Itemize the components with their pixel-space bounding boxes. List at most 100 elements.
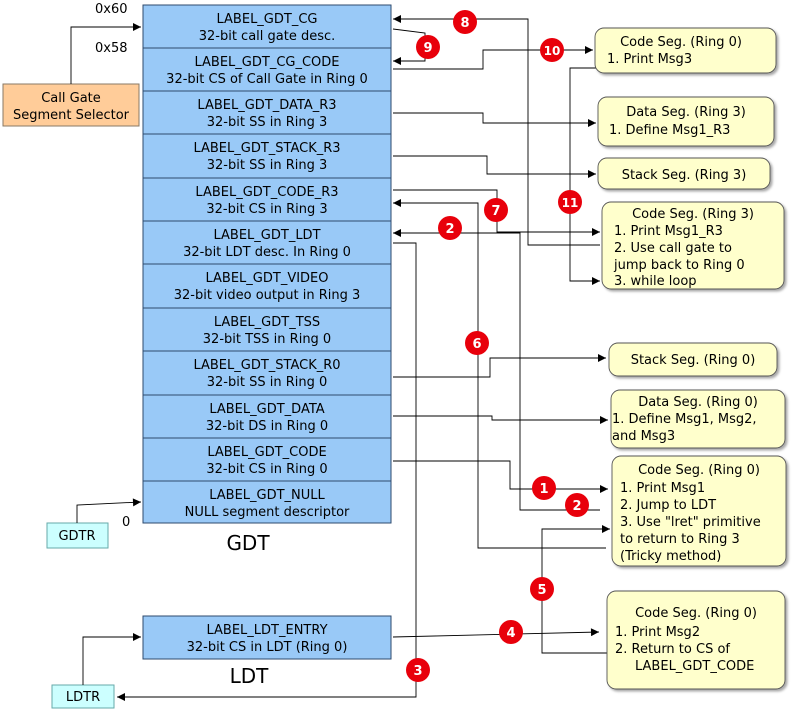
note-line: 1. Print Msg2	[615, 625, 700, 640]
svg-text:5: 5	[537, 583, 546, 598]
selector-line1: Call Gate	[41, 91, 101, 106]
note-code-seg-ring0-top: Code Seg. (Ring 0) 1. Print Msg3	[594, 27, 777, 74]
note-data-seg-ring0: Data Seg. (Ring 0) 1. Define Msg1, Msg2,…	[610, 389, 786, 449]
note-code-seg-ring0-main: Code Seg. (Ring 0) 1. Print Msg1 2. Jump…	[611, 455, 787, 567]
gdt-entry-stack-r3: LABEL_GDT_STACK_R3 32-bit SS in Ring 3	[142, 133, 392, 179]
note-line: LABEL_GDT_CODE	[635, 659, 754, 674]
gdtr-label: GDTR	[58, 529, 95, 544]
note-code-seg-ring3: Code Seg. (Ring 3) 1. Print Msg1_R3 2. U…	[601, 201, 785, 290]
svg-text:7: 7	[491, 204, 500, 219]
note-line: 1. Define Msg1, Msg2,	[612, 412, 757, 427]
code-to-code-seg-arrow	[393, 460, 608, 493]
gdt-entry-desc: 32-bit TSS in Ring 0	[203, 332, 331, 347]
gdt-entry-null: LABEL_GDT_NULL NULL segment descriptor	[142, 480, 392, 524]
step-marker-5: 5	[530, 577, 554, 601]
selector-line2: Segment Selector	[13, 108, 130, 123]
step-marker-7: 7	[484, 198, 508, 222]
note-line: jump back to Ring 0	[613, 258, 745, 273]
offset-zero-label: 0	[122, 515, 130, 530]
svg-text:9: 9	[423, 41, 432, 56]
note-line: 2. Return to CS of	[615, 642, 730, 657]
step-marker-2-ring3: 2	[438, 216, 462, 240]
note-line: 2. Jump to LDT	[620, 498, 716, 513]
gdt-entry-cg-code: LABEL_GDT_CG_CODE 32-bit CS of Call Gate…	[142, 47, 392, 92]
gdt-entry-desc: 32-bit CS in Ring 0	[206, 462, 327, 477]
note-line: (Tricky method)	[620, 549, 721, 564]
data-to-data-seg-arrow	[393, 415, 608, 424]
ldtr-register: LDTR	[51, 684, 115, 709]
note-stack-seg-ring3: Stack Seg. (Ring 3)	[597, 157, 771, 190]
note-line: 1. Print Msg3	[607, 52, 692, 67]
note-code-seg-ring0-ldt: Code Seg. (Ring 0) 1. Print Msg2 2. Retu…	[606, 590, 786, 690]
note-title: Stack Seg. (Ring 0)	[631, 353, 756, 368]
note-line: 1. Print Msg1	[620, 481, 705, 496]
svg-text:8: 8	[460, 16, 469, 31]
offset-0x60-label: 0x60	[95, 2, 128, 17]
svg-text:2: 2	[445, 222, 454, 237]
note-title: Code Seg. (Ring 0)	[620, 35, 742, 50]
stack-r3-to-stack-seg-arrow	[393, 155, 596, 178]
gdt-entry-desc: 32-bit SS in Ring 0	[207, 375, 328, 390]
note-line: and Msg3	[612, 429, 675, 444]
svg-text:4: 4	[506, 626, 515, 641]
gdt-entry-stack-r0: LABEL_GDT_STACK_R0 32-bit SS in Ring 0	[142, 350, 392, 396]
note-line: 3. while loop	[614, 274, 697, 289]
gdt-entry-ldt: LABEL_GDT_LDT 32-bit LDT desc. In Ring 0	[142, 220, 392, 265]
note-title: Code Seg. (Ring 0)	[638, 463, 760, 478]
note-line: 1. Print Msg1_R3	[614, 224, 723, 239]
note-title: Data Seg. (Ring 0)	[638, 395, 758, 410]
note-stack-seg-ring0: Stack Seg. (Ring 0)	[608, 342, 778, 377]
step-marker-1: 1	[532, 476, 556, 500]
cg-code-to-code-seg-arrow	[393, 46, 593, 70]
selector-pointer-arrow	[70, 23, 141, 84]
data-r3-to-data-seg-arrow	[393, 112, 596, 127]
svg-text:11: 11	[562, 196, 579, 210]
step-marker-8: 8	[453, 10, 477, 34]
ldtr-pointer-arrow	[82, 633, 141, 685]
svg-text:3: 3	[413, 664, 422, 679]
note-title: Code Seg. (Ring 3)	[632, 207, 754, 222]
svg-text:6: 6	[472, 337, 481, 352]
gdtr-register: GDTR	[46, 522, 109, 549]
lret-to-ring3-arrow	[393, 199, 606, 549]
note-title: Code Seg. (Ring 0)	[635, 606, 757, 621]
while-loop-arrow	[569, 67, 602, 285]
gdt-entry-code: LABEL_GDT_CODE 32-bit CS in Ring 0	[142, 437, 392, 482]
gdt-entry-desc: 32-bit LDT desc. In Ring 0	[183, 245, 351, 260]
gdtr-pointer-arrow	[76, 498, 142, 523]
note-line: to return to Ring 3	[620, 532, 740, 547]
step-marker-6: 6	[465, 331, 489, 355]
offset-0x58-label: 0x58	[95, 41, 128, 56]
svg-text:1: 1	[539, 482, 548, 497]
gdt-entry-name: LABEL_GDT_CG	[217, 12, 318, 27]
gdt-entry-tss: LABEL_GDT_TSS 32-bit TSS in Ring 0	[142, 307, 392, 352]
ldt-desc-to-ldtr-arrow	[117, 242, 417, 701]
gdt-entry-desc: 32-bit DS in Ring 0	[206, 419, 328, 434]
gdt-entry-name: LABEL_GDT_NULL	[209, 488, 325, 503]
note-line: 1. Define Msg1_R3	[609, 123, 730, 138]
gdt-entry-desc: 32-bit video output in Ring 3	[174, 288, 361, 303]
gdt-entry-name: LABEL_GDT_STACK_R3	[193, 141, 340, 156]
step-marker-4: 4	[499, 620, 523, 644]
gdt-entry-name: LABEL_GDT_DATA	[209, 402, 324, 417]
gdt-entry-name: LABEL_GDT_CG_CODE	[194, 55, 339, 70]
gdt-title: GDT	[226, 531, 270, 555]
gdt-entry-name: LABEL_GDT_CODE_R3	[195, 185, 338, 200]
gdt-entry-cg: LABEL_GDT_CG 32-bit call gate desc.	[142, 4, 392, 49]
gdt-entry-desc: 32-bit SS in Ring 3	[207, 158, 328, 173]
note-line: 2. Use call gate to	[614, 241, 732, 256]
svg-text:2: 2	[572, 499, 581, 514]
ldt-entry-to-code-seg-arrow	[392, 628, 600, 638]
note-line: 3. Use "lret" primitive	[620, 515, 761, 530]
gdt-entry-name: LABEL_GDT_VIDEO	[205, 271, 328, 286]
gdt-entry-desc: 32-bit CS of Call Gate in Ring 0	[166, 72, 368, 87]
ldtr-label: LDTR	[66, 690, 100, 705]
gdt-entry-desc: 32-bit SS in Ring 3	[207, 115, 328, 130]
gdt-entry-name: LABEL_GDT_TSS	[214, 315, 320, 330]
note-data-seg-ring3: Data Seg. (Ring 3) 1. Define Msg1_R3	[597, 96, 775, 147]
ldt-entry-desc: 32-bit CS in LDT (Ring 0)	[187, 640, 348, 655]
gdt-entry-code-r3: LABEL_GDT_CODE_R3 32-bit CS in Ring 3	[142, 177, 392, 222]
gdt-entry-name: LABEL_GDT_CODE	[207, 445, 326, 460]
gdt-entry-desc: 32-bit CS in Ring 3	[206, 202, 327, 217]
step-markers: 1 2 3 4 5 6 7 8 9 10 11 2	[406, 10, 589, 682]
